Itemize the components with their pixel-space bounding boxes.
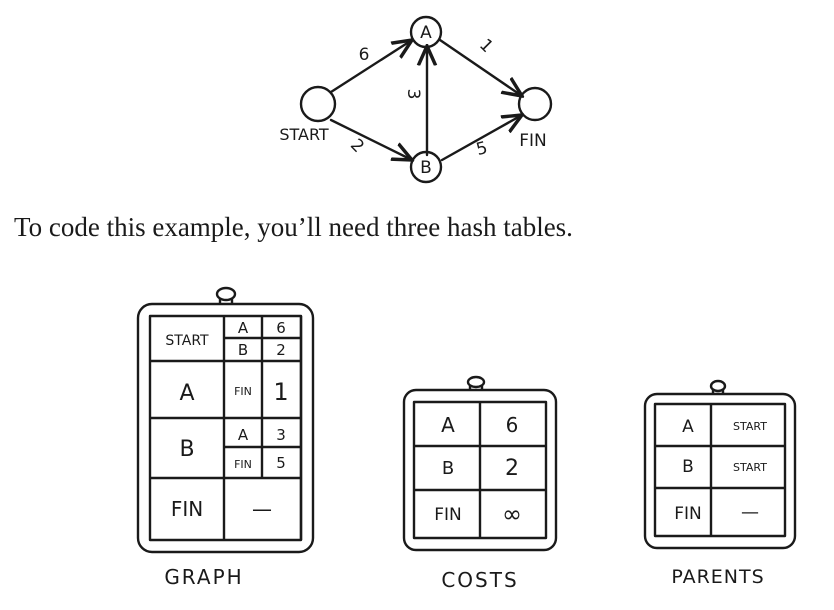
weight-start-b: 2 — [346, 135, 368, 157]
graph-fin-value: — — [252, 497, 272, 521]
costs-value-fin: ∞ — [502, 500, 522, 528]
graph-b-c2: 5 — [276, 454, 286, 472]
parents-value-a: START — [733, 420, 767, 433]
node-b-label: B — [420, 158, 432, 178]
costs-key-a: A — [441, 413, 455, 437]
costs-key-b: B — [442, 458, 454, 479]
edge-b-fin — [440, 115, 522, 162]
parents-table-label: PARENTS — [671, 566, 764, 588]
node-a — [409, 15, 443, 49]
hook-icon — [215, 286, 237, 302]
parents-key-b: B — [682, 457, 694, 477]
graph-key-b: B — [179, 437, 194, 462]
costs-table-label: COSTS — [441, 568, 518, 592]
weight-b-fin: 5 — [474, 138, 490, 160]
parents-key-fin: FIN — [674, 504, 702, 524]
weight-start-a: 6 — [359, 45, 370, 65]
node-start-label: START — [279, 125, 329, 144]
hook-icon — [466, 375, 486, 389]
hook-icon — [709, 379, 727, 393]
parents-value-b: START — [733, 461, 767, 474]
graph-start-c2: 2 — [276, 341, 286, 359]
edge-start-b — [329, 118, 412, 160]
costs-value-a: 6 — [506, 413, 519, 437]
costs-value-b: 2 — [505, 456, 519, 481]
parents-value-fin: — — [741, 502, 759, 523]
costs-hash-table: A 6 B 2 FIN ∞ COSTS — [402, 375, 558, 592]
graph-hash-table: START A 6 B 2 A FIN 1 B A 3 FIN 5 FIN — … — [136, 286, 315, 589]
node-a-label: A — [420, 23, 432, 43]
graph-b-n2: FIN — [234, 458, 252, 471]
edge-start-a — [329, 40, 412, 94]
graph-a-c1: 1 — [273, 378, 288, 406]
graph-b-n1: A — [238, 426, 249, 444]
costs-key-fin: FIN — [434, 505, 462, 525]
graph-key-a: A — [179, 381, 194, 406]
graph-key-fin: FIN — [171, 497, 203, 521]
node-start — [299, 85, 337, 123]
parents-key-a: A — [682, 417, 694, 437]
graph-start-n2: B — [238, 341, 248, 359]
node-b — [409, 150, 443, 184]
graph-start-c1: 6 — [276, 319, 286, 337]
edge-a-fin — [438, 38, 522, 96]
caption-text: To code this example, you’ll need three … — [14, 212, 573, 242]
node-fin-label: FIN — [519, 131, 547, 151]
weighted-graph — [299, 15, 553, 184]
graph-table-label: GRAPH — [164, 565, 243, 589]
graph-b-c1: 3 — [276, 426, 286, 444]
parents-hash-table: A START B START FIN — PARENTS — [643, 379, 797, 588]
graph-a-n1: FIN — [234, 385, 252, 398]
graph-key-start: START — [165, 333, 209, 349]
weight-b-a: 3 — [403, 89, 423, 100]
weight-a-fin: 1 — [475, 35, 497, 57]
graph-start-n1: A — [238, 319, 249, 337]
node-fin — [517, 86, 553, 122]
